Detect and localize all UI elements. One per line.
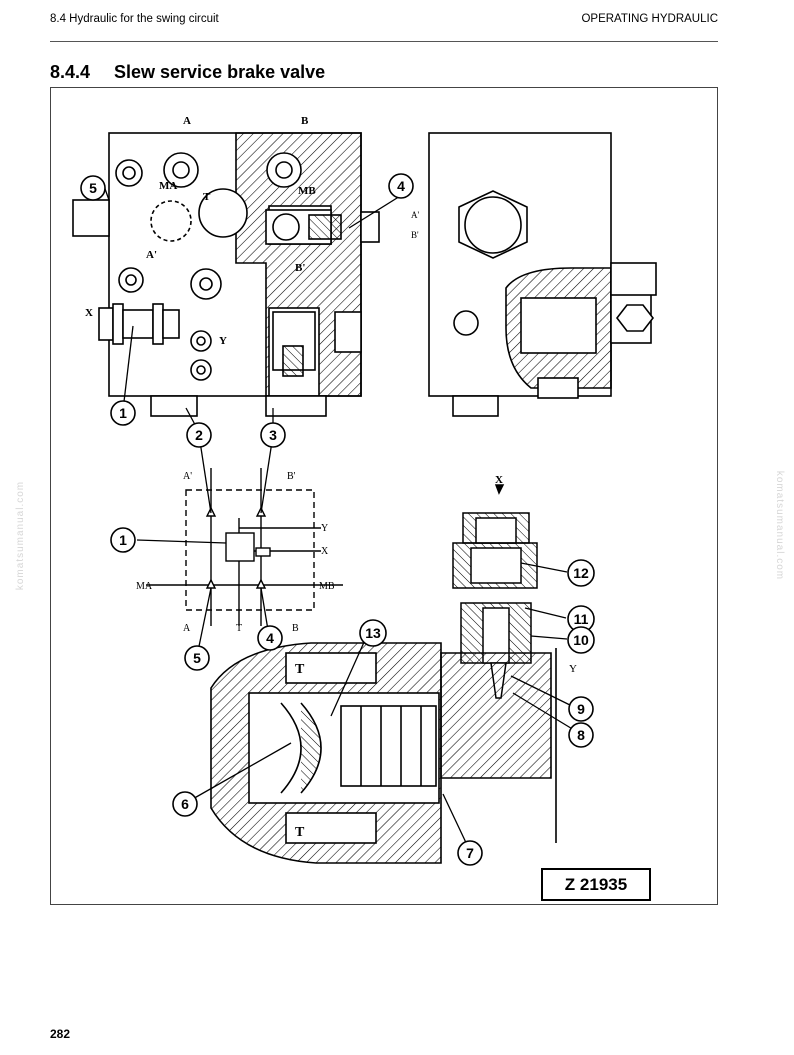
figure-id: Z 21935: [541, 868, 651, 901]
callout-7: 7: [457, 840, 483, 866]
callout-13: 13: [359, 619, 387, 647]
svg-text:13: 13: [365, 625, 381, 641]
label-A-prime: A': [146, 249, 157, 261]
watermark-left: komatsumanual.com: [15, 480, 27, 591]
valve-drawing-figure: A B MA MB T A' B' X Y A' B': [50, 87, 718, 905]
label-MB: MB: [298, 185, 316, 197]
svg-text:1: 1: [119, 532, 127, 548]
svg-text:9: 9: [577, 701, 585, 717]
callout-9: 9: [568, 696, 594, 722]
section-label-T-bottom: T: [295, 825, 305, 840]
side-view-labels: A' B': [411, 210, 419, 240]
label-Y: Y: [219, 335, 227, 347]
schem-label-B-prime: B': [287, 471, 296, 482]
schem-label-Y: Y: [321, 523, 328, 534]
callout-4-schematic: 4: [257, 625, 283, 651]
callout-8: 8: [568, 722, 594, 748]
section-label-Y: Y: [569, 663, 577, 675]
section-labels: T T Y X: [295, 474, 577, 840]
section-title: 8.4.4 Slew service brake valve: [50, 62, 325, 83]
cartridge-label-X: X: [495, 474, 503, 486]
callout-3: 3: [260, 422, 286, 448]
svg-text:4: 4: [266, 630, 274, 646]
hydraulic-schematic: [146, 468, 343, 626]
label-X: X: [85, 307, 93, 319]
schem-label-T: T: [236, 623, 242, 634]
svg-text:1: 1: [119, 405, 127, 421]
valve-drawing: A B MA MB T A' B' X Y A' B': [72, 115, 657, 866]
svg-text:3: 3: [269, 427, 277, 443]
header-section-ref: 8.4 Hydraulic for the swing circuit: [50, 13, 219, 25]
label-MA: MA: [159, 180, 177, 192]
label-B: B: [301, 115, 309, 127]
svg-text:6: 6: [181, 796, 189, 812]
label-A: A: [183, 115, 191, 127]
schem-label-A-prime: A': [183, 471, 192, 482]
svg-text:2: 2: [195, 427, 203, 443]
schem-label-B: B: [292, 623, 299, 634]
callout-10: 10: [567, 626, 595, 654]
svg-text:5: 5: [193, 650, 201, 666]
section-heading: Slew service brake valve: [114, 62, 326, 82]
svg-text:10: 10: [573, 632, 589, 648]
callout-1-schematic: 1: [110, 527, 136, 553]
side-label-B-prime: B': [411, 230, 419, 240]
schem-label-X: X: [321, 546, 329, 557]
label-B-prime: B': [295, 262, 305, 274]
svg-text:12: 12: [573, 565, 589, 581]
section-number: 8.4.4: [50, 62, 91, 82]
callout-5-schematic: 5: [184, 645, 210, 671]
svg-text:4: 4: [397, 178, 405, 194]
callout-badges: 5 4 1 2 3 1 5 4 12 11 10 9 8 13 6 7: [80, 173, 595, 866]
schem-label-MB: MB: [319, 581, 335, 592]
svg-text:8: 8: [577, 727, 585, 743]
callout-2: 2: [186, 422, 212, 448]
svg-text:11: 11: [574, 611, 589, 627]
front-view-labels: A B MA MB T A' B' X Y: [85, 115, 316, 347]
label-T: T: [203, 191, 211, 203]
callout-5: 5: [80, 175, 106, 201]
front-view: [72, 132, 380, 417]
header-rule: [50, 41, 718, 42]
schem-label-MA: MA: [136, 581, 153, 592]
callout-6: 6: [172, 791, 198, 817]
page-number: 282: [50, 1027, 71, 1041]
side-label-A-prime: A': [411, 210, 419, 220]
section-view: [210, 642, 557, 864]
section-label-T-top: T: [295, 662, 305, 677]
side-view: [428, 132, 657, 417]
schem-label-A: A: [183, 623, 191, 634]
svg-text:7: 7: [466, 845, 474, 861]
svg-text:5: 5: [89, 180, 97, 196]
callout-4: 4: [388, 173, 414, 199]
callout-12: 12: [567, 559, 595, 587]
schematic-labels: A' B' Y X MA MB A T B: [136, 471, 335, 634]
header-chapter: OPERATING HYDRAULIC: [581, 13, 718, 25]
watermark-right: komatsumanual.com: [773, 470, 785, 581]
callout-1: 1: [110, 400, 136, 426]
